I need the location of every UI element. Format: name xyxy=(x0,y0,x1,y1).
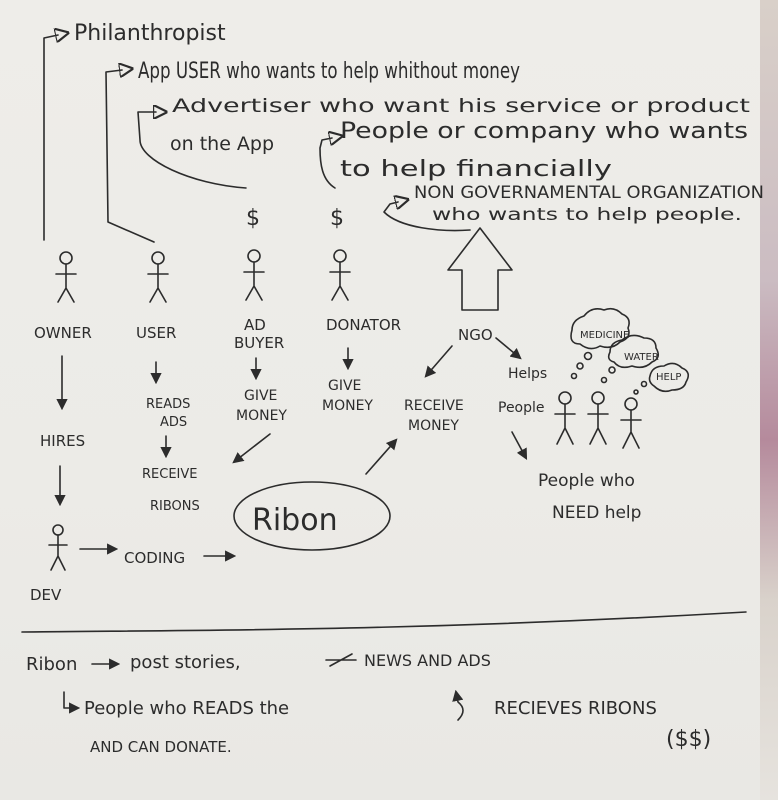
people-need-help-line1: People who xyxy=(538,471,635,491)
notes-receives-ribons: RECIEVES RIBONS xyxy=(494,698,657,719)
owner-stick-figure xyxy=(55,251,77,303)
give-money-1-line1: GIVE xyxy=(244,388,277,404)
help-label: HELP xyxy=(656,372,681,383)
give-money-2-line2: MONEY xyxy=(322,398,373,414)
water-label: WATER xyxy=(624,352,659,363)
receive-ribons-line2: RIBONS xyxy=(150,499,200,514)
ad-buyer-stick-figure xyxy=(243,249,265,301)
ribon-ellipse xyxy=(233,481,391,551)
give-money-2-line1: GIVE xyxy=(328,378,361,394)
needy-person-3-stick-figure xyxy=(620,397,642,449)
receive-money-line2: MONEY xyxy=(408,418,459,434)
legend-ngo-line1: NON GOVERNAMENTAL ORGANIZATION xyxy=(414,183,764,203)
donator-dollar-icon: $ xyxy=(330,206,344,231)
legend-people-company-line1: People or company who wants xyxy=(340,119,748,144)
dev-label: DEV xyxy=(30,586,62,604)
philanthropist-connector xyxy=(43,35,58,241)
ad-buyer-label-line1: AD xyxy=(244,316,266,334)
donator-stick-figure xyxy=(329,249,351,301)
coding-label: CODING xyxy=(124,549,185,567)
legend-philanthropist: Philanthropist xyxy=(74,21,226,46)
notes-news-ads: NEWS AND ADS xyxy=(364,651,491,670)
ngo-connector xyxy=(383,202,471,232)
receive-ribons-line1: RECEIVE xyxy=(142,467,197,482)
user-connector xyxy=(105,70,155,243)
thought-bubble-dots xyxy=(570,351,648,395)
dev-stick-figure xyxy=(48,524,68,571)
ngo-to-receive-money-arrow xyxy=(424,345,453,378)
medicine-label: MEDICINE xyxy=(580,330,629,341)
people-need-help-line2: NEED help xyxy=(552,503,641,523)
ngo-label: NGO xyxy=(458,326,493,344)
notes-people-read: People who READS the xyxy=(84,698,289,719)
legend-people-company-line2: to help financially xyxy=(340,157,612,182)
ngo-to-helps-arrow xyxy=(495,337,522,360)
donator-connector xyxy=(319,138,335,189)
reads-ads-line1: READS xyxy=(146,397,190,412)
notes-scribble xyxy=(325,653,357,667)
receive-money-line1: RECEIVE xyxy=(404,398,464,414)
give-money-1-to-ribon-arrow xyxy=(232,433,271,464)
ngo-up-arrow-icon xyxy=(447,227,513,311)
legend-advertiser-line2: on the App xyxy=(170,133,274,155)
needy-person-2-stick-figure xyxy=(587,391,609,445)
notes-hook-arrow xyxy=(452,689,464,721)
legend-ngo-line2: who wants to help people. xyxy=(432,205,742,225)
notes-money: ($$) xyxy=(666,727,711,752)
donator-label: DONATOR xyxy=(326,316,401,334)
user-label: USER xyxy=(136,324,176,342)
legend-app-user: App USER who wants to help whithout mone… xyxy=(138,59,520,84)
user-stick-figure xyxy=(147,251,169,303)
hires-label: HIRES xyxy=(40,432,85,450)
help-thought-cloud xyxy=(648,362,690,393)
background-edge xyxy=(760,0,778,800)
ribon-label: Ribon xyxy=(252,503,338,538)
legend-advertiser-line1: Advertiser who want his service or produ… xyxy=(172,95,750,117)
ad-buyer-label-line2: BUYER xyxy=(234,334,284,352)
owner-label: OWNER xyxy=(34,324,92,342)
give-money-1-line2: MONEY xyxy=(236,408,287,424)
advertiser-connector xyxy=(137,112,247,189)
notes-can-donate: AND CAN DONATE. xyxy=(90,738,232,756)
section-divider xyxy=(21,611,747,633)
ribon-to-ngo-arrow xyxy=(365,438,398,475)
notes-post-stories: post stories, xyxy=(130,652,241,673)
medicine-thought-cloud xyxy=(570,307,630,350)
notes-ribon: Ribon xyxy=(26,654,77,675)
notes-sub-arrow xyxy=(63,691,81,714)
people-label: People xyxy=(498,400,545,416)
needy-person-1-stick-figure xyxy=(554,391,576,445)
helps-label: Helps xyxy=(508,366,547,382)
helps-to-people-arrow xyxy=(511,431,528,460)
reads-ads-line2: ADS xyxy=(160,415,187,430)
water-thought-cloud xyxy=(607,334,660,369)
ad-buyer-dollar-icon: $ xyxy=(246,206,260,231)
